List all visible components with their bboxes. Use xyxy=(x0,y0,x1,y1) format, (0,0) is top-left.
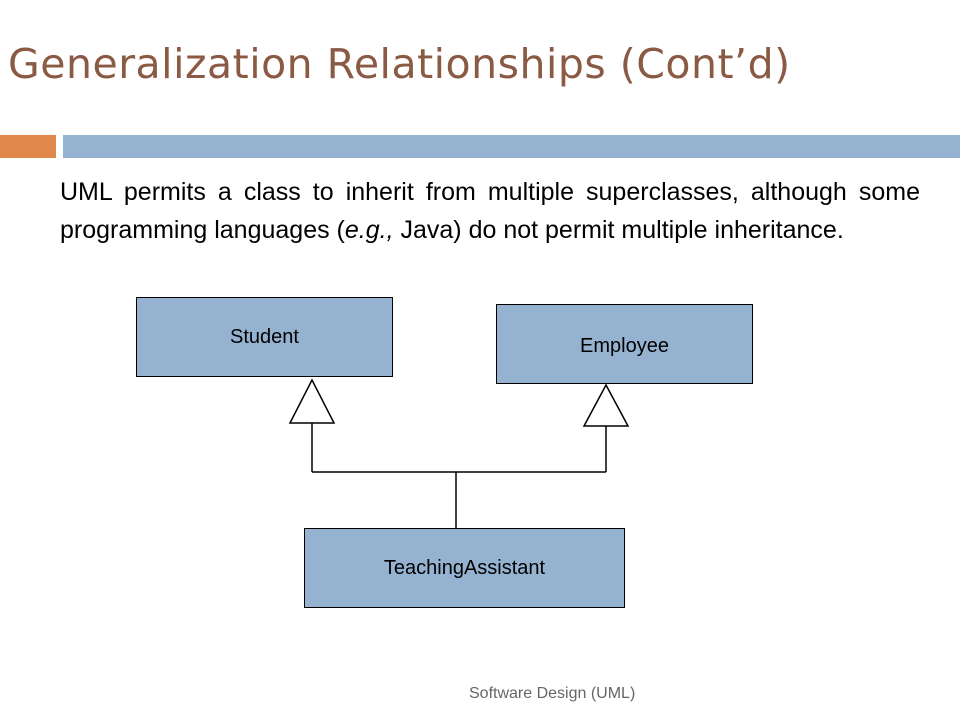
teaching-assistant-class-box: TeachingAssistant xyxy=(304,528,625,608)
employee-generalization-arrowhead xyxy=(582,383,630,427)
employee-class-label: Employee xyxy=(580,334,669,357)
body-text: UML permits a class to inherit from mult… xyxy=(60,173,920,249)
body-text-end: Java) do not permit multiple inheritance… xyxy=(393,216,844,244)
body-text-start: UML permits a class to inherit from mult… xyxy=(60,178,920,244)
employee-class-box: Employee xyxy=(496,304,753,384)
teaching-assistant-class-label: TeachingAssistant xyxy=(383,556,546,579)
slide-title: Generalization Relationships (Cont’d) xyxy=(8,40,791,88)
title-accent-bar xyxy=(0,135,56,158)
title-underline-bar xyxy=(63,135,960,158)
student-class-box: Student xyxy=(136,297,393,377)
body-text-italic: e.g., xyxy=(344,216,394,244)
slide-footer: Software Design (UML) xyxy=(469,685,636,702)
student-generalization-arrowhead xyxy=(288,378,336,424)
student-class-label: Student xyxy=(230,325,299,348)
